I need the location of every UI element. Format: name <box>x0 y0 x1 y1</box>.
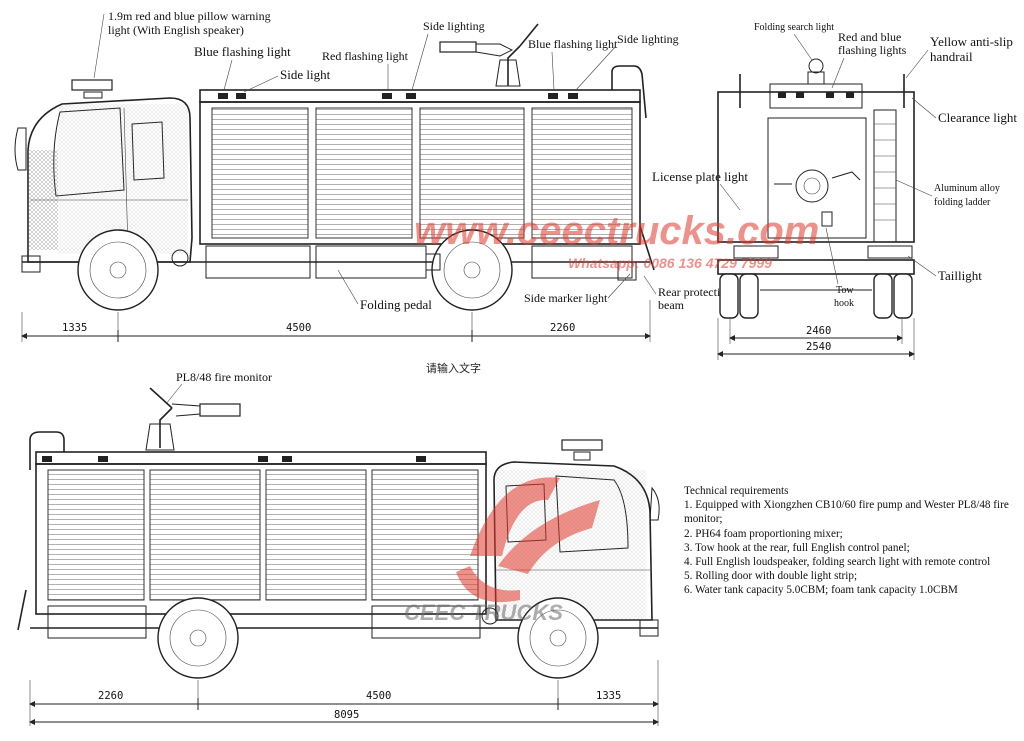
label-warning-light-2: light (With English speaker) <box>108 23 244 37</box>
label-warning-light-1: 1.9m red and blue pillow warning <box>108 9 271 23</box>
label-side-light-left: Side light <box>280 67 331 82</box>
tech-item-5: 5. Rolling door with double light strip; <box>684 570 858 583</box>
cab-top <box>14 97 193 263</box>
top-labels: 1.9m red and blue pillow warning light (… <box>93 9 748 312</box>
rear-labels: Folding search light Red and blue flashi… <box>754 22 1017 309</box>
label-red-flashing: Red flashing light <box>322 49 409 63</box>
tech-item-6: 6. Water tank capacity 5.0CBM; foam tank… <box>684 584 958 597</box>
technical-requirements: Technical requirements 1. Equipped with … <box>684 484 1019 598</box>
watermark: www.ceectrucks.com Whatsapp: 0086 136 47… <box>404 209 819 625</box>
warning-light-bar <box>71 79 113 91</box>
watermark-site: www.ceectrucks.com <box>414 209 819 253</box>
dim-bottom-rear: 2260 <box>98 690 123 702</box>
brand-logo <box>456 477 600 603</box>
tech-item-1: 1. Equipped with Xiongzhen CB10/60 fire … <box>684 499 1009 526</box>
label-blue-flashing-right: Blue flashing light <box>528 37 618 51</box>
fire-monitor-bottom <box>145 387 241 451</box>
dim-bottom-front: 1335 <box>596 690 621 702</box>
dim-bottom-total: 8095 <box>334 709 359 721</box>
placeholder-text: 请输入文字 <box>426 361 481 375</box>
body-top <box>199 65 655 279</box>
watermark-whatsapp: Whatsapp: 0086 136 4729 7999 <box>568 255 772 271</box>
rear-view: 2460 2540 <box>717 58 915 360</box>
label-aluminum-ladder-1: Aluminum alloy <box>934 183 1000 194</box>
label-tow-2: hook <box>834 298 854 309</box>
label-fire-monitor: PL8/48 fire monitor <box>176 370 272 384</box>
tech-item-2: 2. PH64 foam proportioning mixer; <box>684 527 843 540</box>
dim-top-wheelbase: 4500 <box>286 322 311 334</box>
warning-light-bar-bottom <box>561 439 603 451</box>
label-rear-beam-1: Rear protective <box>658 285 732 299</box>
rear-wheel-bottom <box>157 597 239 679</box>
label-yellow-handrail-2: handrail <box>930 49 973 64</box>
side-view-top: 1335 4500 2260 <box>14 23 655 342</box>
label-license-plate-light: License plate light <box>652 169 748 184</box>
rear-wheel-top <box>431 229 513 311</box>
dim-top-rear: 2260 <box>550 322 575 334</box>
tech-item-4: 4. Full English loudspeaker, folding sea… <box>684 556 991 569</box>
label-folding-search-light: Folding search light <box>754 22 834 33</box>
watermark-brand: CEEC TRUCKS <box>404 600 563 625</box>
dim-rear-width: 2540 <box>806 341 831 353</box>
label-taillight: Taillight <box>938 268 982 283</box>
dim-bottom-wheelbase: 4500 <box>366 690 391 702</box>
label-red-blue-2: flashing lights <box>838 43 907 57</box>
front-wheel-bottom <box>517 597 599 679</box>
label-aluminum-ladder-2: folding ladder <box>934 197 991 208</box>
label-rear-beam-2: beam <box>658 298 685 312</box>
front-wheel-top <box>77 229 159 311</box>
label-folding-pedal: Folding pedal <box>360 297 432 312</box>
dim-top-front: 1335 <box>62 322 87 334</box>
label-clearance-light: Clearance light <box>938 110 1017 125</box>
label-blue-flashing-left: Blue flashing light <box>194 44 291 59</box>
fire-monitor-top <box>439 23 539 87</box>
side-view-bottom: 2260 4500 1335 8095 <box>17 387 660 726</box>
label-yellow-handrail-1: Yellow anti-slip <box>930 34 1013 49</box>
tech-heading: Technical requirements <box>684 485 789 497</box>
label-side-lighting-top: Side lighting <box>423 19 485 33</box>
label-red-blue-1: Red and blue <box>838 30 901 44</box>
tech-item-3: 3. Tow hook at the rear, full English co… <box>684 541 910 554</box>
label-side-marker-light: Side marker light <box>524 291 608 305</box>
label-tow-1: Tow <box>836 285 854 296</box>
dim-rear-track: 2460 <box>806 325 831 337</box>
label-side-lighting-right: Side lighting <box>617 32 679 46</box>
